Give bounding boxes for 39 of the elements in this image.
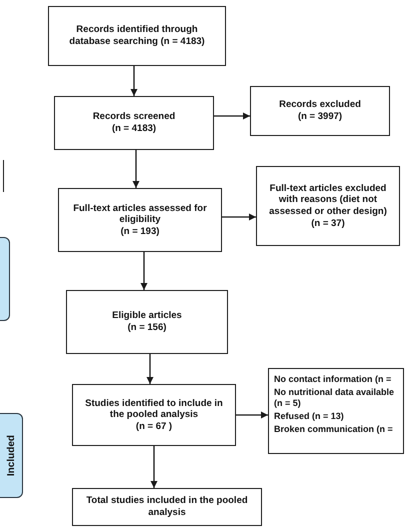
step-title: Total studies included in the pooled analysis <box>85 495 249 519</box>
step-title: Records excluded <box>279 99 361 111</box>
arrow <box>214 112 250 120</box>
arrow <box>150 446 158 488</box>
process-box <box>72 384 236 446</box>
arrow <box>130 66 138 96</box>
process-box <box>66 290 228 354</box>
arrow <box>146 354 154 384</box>
process-box <box>58 188 222 252</box>
process-box <box>256 166 400 246</box>
step-title: Records screened <box>92 111 176 123</box>
step-title: Full-text articles assessed for eligibility <box>72 202 208 226</box>
process-box <box>54 96 214 150</box>
record-count: (n = 156) <box>128 322 166 334</box>
arrow <box>140 252 148 290</box>
record-count: (n = 3997) <box>298 111 342 123</box>
stage-box <box>0 413 23 498</box>
arrow <box>222 214 256 220</box>
arrow <box>132 150 140 188</box>
step-title: Full-text articles excluded with reasons (diet not assessed or other design) <box>268 182 388 218</box>
exclusion-reason: Broken communication (n = <box>274 424 393 435</box>
process-box <box>250 86 390 136</box>
step-title: Studies identified to include in the pooled analysis <box>84 398 224 421</box>
record-count: (n = 4183) <box>112 123 156 135</box>
record-count: (n = 193) <box>120 226 160 238</box>
process-box <box>48 6 226 66</box>
side-box <box>0 160 4 192</box>
stage-label: Included <box>6 434 16 476</box>
process-box <box>72 488 262 526</box>
exclusion-reason: No nutritional data available (n = 5) <box>274 386 396 409</box>
stage-box <box>0 237 10 321</box>
exclusion-reason: Refused (n = 13) <box>274 410 344 422</box>
step-title: Eligible articles <box>112 310 182 322</box>
arrow <box>236 412 268 418</box>
record-count: (n = 67 ) <box>136 420 172 432</box>
exclusion-reason: No contact information (n = <box>274 374 392 385</box>
step-title: Records identified through database searching (n = 4183) <box>68 24 206 48</box>
exclusion-box <box>268 368 404 454</box>
record-count: (n = 37) <box>311 218 345 230</box>
